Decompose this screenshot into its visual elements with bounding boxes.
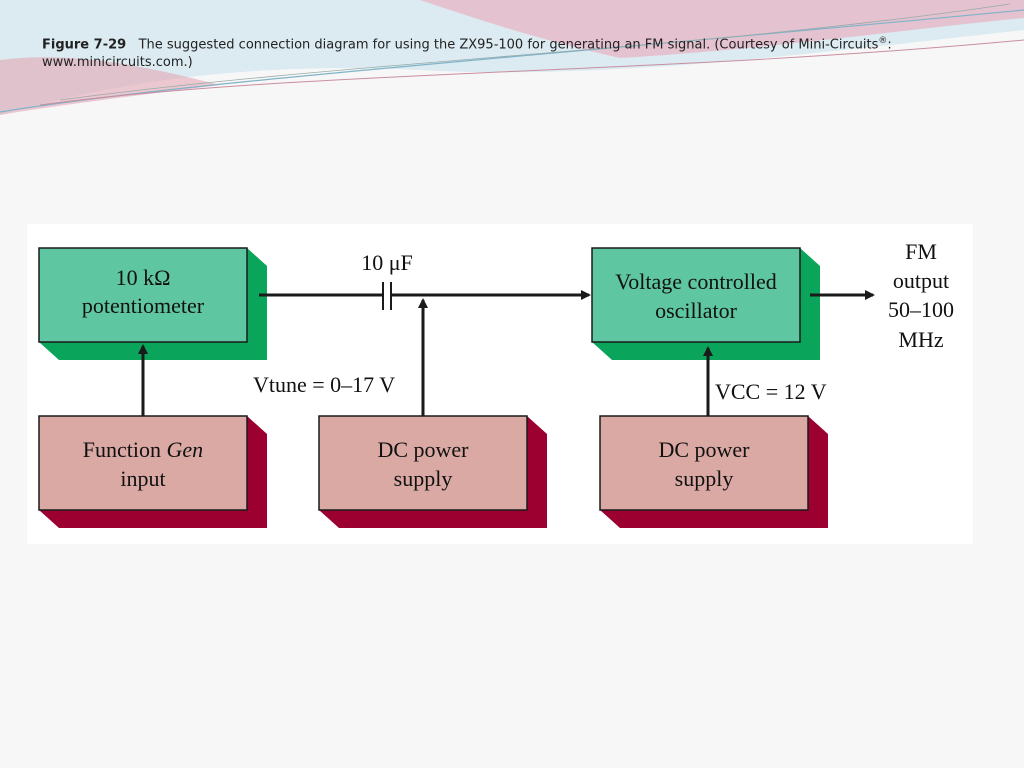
vco-line1: Voltage controlled (615, 269, 777, 294)
output-line4: MHz (898, 327, 943, 352)
capacitor-label: 10 μF (361, 250, 413, 275)
decorative-header-waves (0, 0, 1024, 115)
caption-url: www.minicircuits.com.) (42, 55, 193, 71)
function-gen-block: Function Gen input (38, 415, 267, 528)
capacitor-symbol (382, 282, 392, 310)
vtune-label: Vtune = 0–17 V (253, 372, 395, 397)
caption-text: The suggested connection diagram for usi… (138, 37, 879, 53)
dc-supply-2-block: DC power supply (599, 415, 828, 528)
dc-supply-2-line2: supply (675, 466, 734, 491)
function-gen-prefix: Function (83, 437, 167, 462)
potentiometer-line2: potentiometer (82, 293, 205, 318)
output-line3: 50–100 (888, 297, 954, 322)
function-gen-emphasis: Gen (167, 437, 204, 462)
potentiometer-block: 10 kΩ potentiometer (38, 247, 267, 360)
output-line2: output (893, 268, 949, 293)
output-line1: FM (905, 239, 937, 264)
registered-mark: ® (878, 36, 888, 46)
dc-supply-1-line1: DC power (377, 437, 469, 462)
dc-supply-1-block: DC power supply (318, 415, 547, 528)
caption-colon: : (887, 37, 892, 53)
vco-line2: oscillator (655, 298, 738, 323)
figure-caption: Figure 7-29 The suggested connection dia… (42, 32, 942, 72)
vco-block: Voltage controlled oscillator (591, 247, 820, 360)
potentiometer-line1: 10 kΩ (116, 265, 171, 290)
function-gen-line1: Function Gen (83, 437, 203, 462)
connection-diagram: 10 kΩ potentiometer Voltage controlled o… (38, 239, 954, 528)
dc-supply-1-line2: supply (394, 466, 453, 491)
vcc-label: VCC = 12 V (715, 379, 827, 404)
function-gen-line2: input (120, 466, 165, 491)
dc-supply-2-line1: DC power (658, 437, 750, 462)
fm-output-label: FM output 50–100 MHz (888, 239, 954, 352)
figure-label: Figure 7-29 (42, 37, 127, 53)
diagram-panel: 10 kΩ potentiometer Voltage controlled o… (27, 224, 973, 544)
